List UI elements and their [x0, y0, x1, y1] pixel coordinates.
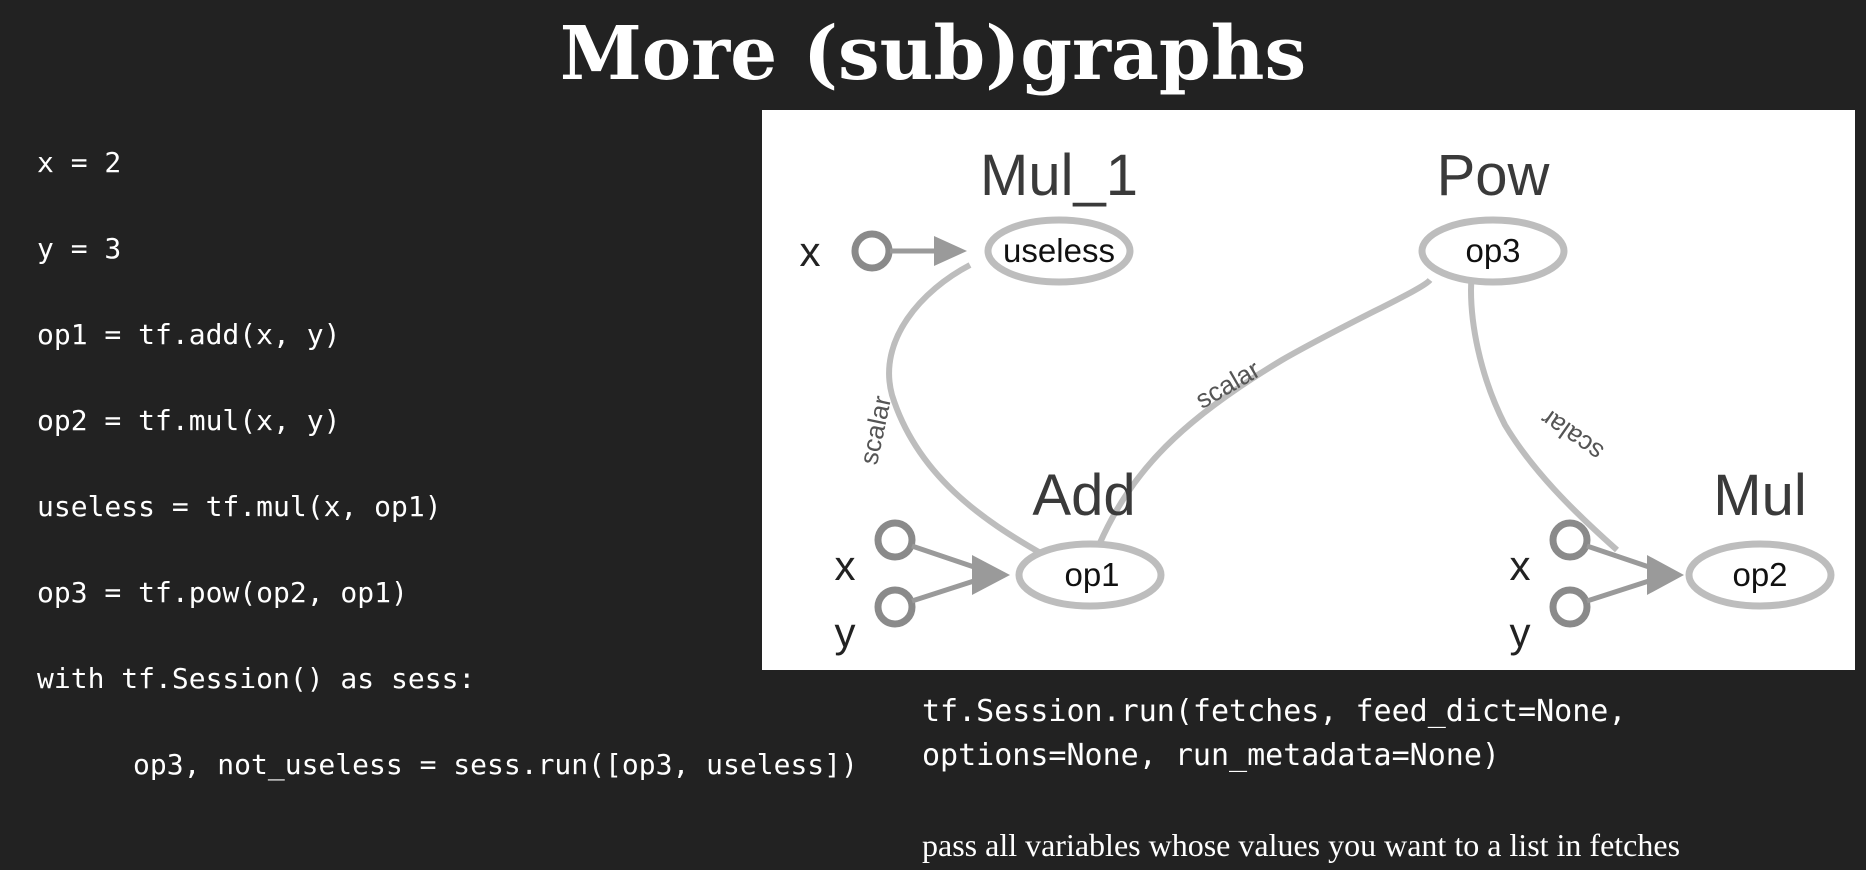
edge-add-to-mul-1 [886, 262, 1046, 558]
edge-label-add-pow: scalar [1190, 354, 1265, 415]
api-signature-line: tf.Session.run(fetches, feed_dict=None, [922, 694, 1627, 729]
node-title-pow: Pow [1437, 143, 1551, 208]
input-y-add: y [835, 586, 916, 656]
arrowhead [972, 555, 1010, 595]
edge-x-to-mul [1586, 543, 1653, 571]
op-node-pow [1418, 216, 1568, 286]
edge-label-mul-pow: scalar [1535, 403, 1609, 468]
op-node-add [1015, 540, 1165, 610]
graph-diagram: scalar scalar scalar Mul_1 x useless Pow… [762, 110, 1855, 670]
edge-add-to-pow [1096, 277, 1433, 547]
op-node-mul-1 [984, 216, 1134, 286]
code-line: op3 = tf.pow(op2, op1) [37, 576, 408, 609]
input-x-mul: x [1510, 519, 1591, 589]
api-signature: tf.Session.run(fetches, feed_dict=None, … [922, 690, 1822, 778]
code-line: x = 2 [37, 146, 122, 179]
edge-label-add-mul-1: scalar [853, 393, 897, 467]
op-label-op3: op3 [1465, 232, 1520, 269]
op-label-useless: useless [1003, 232, 1115, 269]
code-line: with tf.Session() as sess: [37, 662, 476, 695]
arrowhead [1647, 555, 1684, 595]
code-line: op3, not_useless = sess.run([op3, useles… [133, 748, 858, 781]
input-y-mul: y [1510, 586, 1591, 656]
svg-text:x: x [1510, 542, 1531, 589]
input-x-add: x [835, 519, 916, 589]
code-line: y = 3 [37, 232, 122, 265]
code-line: useless = tf.mul(x, op1) [37, 490, 442, 523]
code-line: op2 = tf.mul(x, y) [37, 404, 341, 437]
op-label-op2: op2 [1732, 556, 1787, 593]
svg-text:x: x [835, 542, 856, 589]
edge-y-to-mul [1586, 577, 1653, 604]
svg-text:x: x [800, 228, 821, 275]
api-signature-line: options=None, run_metadata=None) [922, 738, 1500, 773]
input-x-mul-1: x [800, 228, 893, 275]
slide-title: More (sub)graphs [559, 11, 1307, 97]
edge-x-to-add [911, 543, 978, 571]
op-node-mul [1685, 540, 1835, 610]
node-title-add: Add [1032, 463, 1135, 528]
edge-mul-to-pow [1468, 269, 1619, 553]
edge-y-to-add [911, 577, 978, 604]
svg-text:y: y [1510, 609, 1531, 656]
op-label-op1: op1 [1064, 556, 1119, 593]
svg-text:y: y [835, 609, 856, 656]
arrowhead [934, 236, 967, 266]
node-title-mul-1: Mul_1 [980, 143, 1138, 208]
graph-svg: scalar scalar scalar Mul_1 x useless Pow… [800, 143, 1835, 656]
api-note: pass all variables whose values you want… [922, 827, 1681, 863]
node-title-mul: Mul [1713, 463, 1806, 528]
code-line: op1 = tf.add(x, y) [37, 318, 341, 351]
